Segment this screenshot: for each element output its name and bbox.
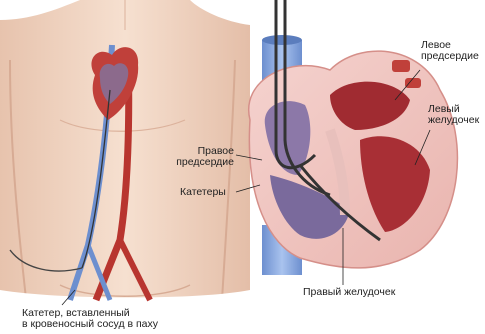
label-catheter-insertion: Катетер, вставленный в кровеносный сосуд…	[22, 308, 158, 330]
catheter-insertion-label-line-2: в кровеносный сосуд в паху	[22, 319, 158, 330]
label-catheters: Катетеры	[180, 187, 226, 198]
left-atrium-label-line-2: предсердие	[421, 51, 479, 62]
left-ventricle-label-line-2: желудочек	[428, 115, 479, 126]
right-atrium-label-line-2: предсердие	[176, 157, 234, 168]
heart-cross-section	[249, 51, 458, 268]
label-left-atrium: Левое предсердие	[421, 40, 479, 62]
label-right-ventricle: Правый желудочек	[303, 287, 395, 298]
label-right-atrium: Правое предсердие	[176, 146, 234, 168]
label-left-ventricle: Левый желудочек	[428, 104, 479, 126]
